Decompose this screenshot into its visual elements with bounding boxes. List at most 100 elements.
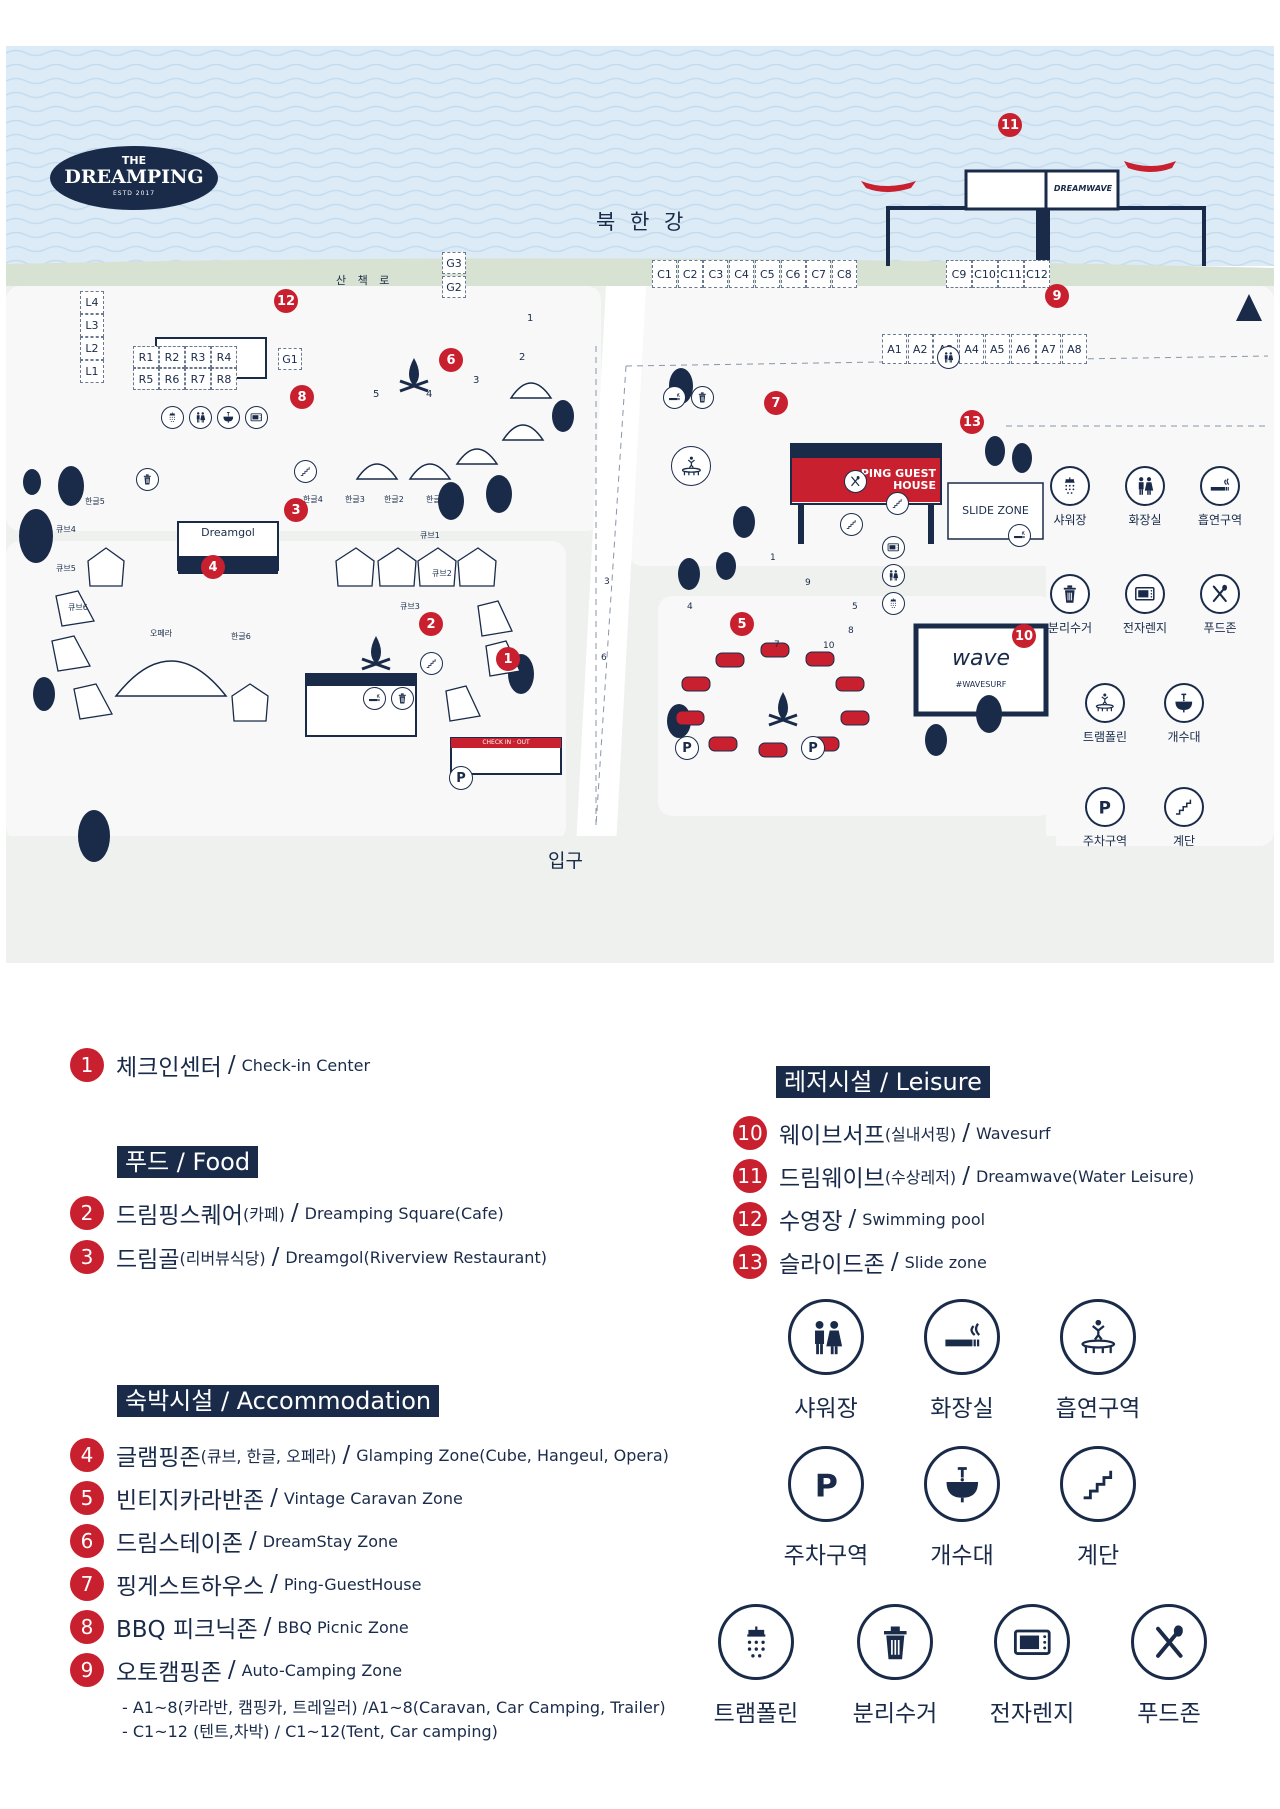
stairs-icon (1176, 799, 1192, 815)
site-r1: R1 (133, 346, 159, 368)
site-g2: G2 (442, 276, 466, 298)
stairs-icon (300, 467, 310, 477)
slash: / (342, 1442, 351, 1468)
site-r6: R6 (159, 368, 185, 390)
legend-number: 6 (70, 1524, 104, 1558)
caravan-number: 5 (852, 602, 858, 612)
legend-ko: 글램핑존 (116, 1445, 201, 1471)
site-c11: C11 (998, 260, 1024, 288)
leisure-title: 레저시설 / Leisure (776, 1066, 990, 1098)
campfire-icons (361, 358, 798, 727)
restroom-icon (937, 346, 960, 369)
site-c10: C10 (972, 260, 998, 288)
brand-line1: THE (121, 154, 147, 167)
legend-number: 9 (70, 1653, 104, 1687)
shower-icon (882, 592, 905, 615)
stairs-icon (294, 460, 317, 483)
dome-number: 3 (473, 375, 480, 386)
food-icon (844, 470, 867, 493)
microwave-icon (994, 1604, 1070, 1680)
legend-en: Slide zone (904, 1252, 987, 1272)
map-legend-label: 분리수거 (1047, 621, 1093, 635)
badge-4: 4 (201, 555, 225, 579)
legend-ko: 빈티지카라반존 (116, 1488, 265, 1514)
glamping-hangeul-label: 한글4 (303, 495, 323, 504)
legend-number: 10 (733, 1116, 767, 1150)
food-icon (1200, 574, 1240, 614)
smoking-icon (1014, 531, 1026, 539)
legend-ko: 웨이브서프 (779, 1123, 885, 1149)
legend-ko-detail: (리버뷰식당) (179, 1249, 266, 1268)
site-c9: C9 (946, 260, 972, 288)
site-r7: R7 (185, 368, 211, 390)
badge-10: 10 (1012, 624, 1036, 648)
site-a5: A5 (984, 334, 1010, 364)
sink-icon (946, 1466, 978, 1503)
entrance-label: 입구 (548, 850, 583, 872)
glamping-cube-label: 큐브1 (420, 531, 440, 540)
legend-number: 12 (733, 1202, 767, 1236)
caravan-number: 10 (823, 641, 835, 651)
caravan-number: 8 (848, 626, 854, 636)
site-c6: C6 (780, 260, 806, 288)
dreamwave-sign: DREAMWAVE (1053, 184, 1113, 193)
food-icon (1212, 585, 1228, 603)
site-c7: C7 (806, 260, 832, 288)
ping-guest-house-label: PING GUEST HOUSE (860, 467, 936, 492)
legend-number: 13 (733, 1245, 767, 1279)
legend-ko: 드림핑스퀘어 (116, 1203, 243, 1229)
site-l3: L3 (80, 314, 104, 337)
auto-camping-note-1: - A1~8(카라반, 캠핑카, 트레일러) /A1~8(Caravan, Ca… (122, 1698, 666, 1717)
legend-en: Dreamgol(Riverview Restaurant) (285, 1247, 547, 1267)
checkin-sign: CHECK IN · OUT (482, 739, 530, 746)
legend-ko: 드림골 (116, 1247, 180, 1273)
parking-icon: P (788, 1446, 864, 1522)
campsite-map: THE DREAMPING ESTD 2017 북 한 강 산 책 로 입구 P… (6, 46, 1274, 963)
parking-icon: P (814, 1468, 837, 1504)
trash-icon (144, 474, 151, 485)
legend-en: Ping-GuestHouse (283, 1574, 422, 1594)
restroom-icon (814, 1320, 842, 1354)
restroom-icon (945, 352, 954, 363)
shower-icon (1050, 466, 1090, 506)
legend-ko-detail: (수상레저) (884, 1168, 957, 1187)
dome-number: 2 (519, 352, 526, 363)
microwave-icon (250, 413, 263, 422)
icon-legend-label: 주차구역 (783, 1543, 869, 1569)
caravan-number: 2 (725, 553, 731, 563)
site-c5: C5 (754, 260, 780, 288)
legend-en: Swimming pool (862, 1209, 986, 1229)
legend-number: 4 (70, 1438, 104, 1472)
glamping-cube-label: 큐브6 (68, 603, 88, 612)
restroom-icon (1125, 466, 1165, 506)
parking-icon: P (801, 736, 825, 760)
site-r8: R8 (211, 368, 237, 390)
smoking-icon (369, 694, 381, 702)
badge-8: 8 (290, 385, 314, 409)
dome-number: 5 (373, 389, 380, 400)
legend-number: 7 (70, 1567, 104, 1601)
badge-5: 5 (730, 612, 754, 636)
parking-letter: P (456, 770, 466, 786)
trash-icon (136, 468, 159, 491)
smoking-icon (669, 393, 681, 401)
glamping-cube-label: 큐브5 (56, 564, 76, 573)
glamping-hangeul-label: 한글3 (345, 495, 365, 504)
icon-legend-label: 개수대 (930, 1543, 994, 1569)
map-legend-label: 푸드존 (1203, 621, 1237, 635)
legend-en: DreamStay Zone (262, 1531, 399, 1551)
parking-letter: P (682, 740, 692, 756)
shower-icon (746, 1626, 766, 1658)
icon-legend-label: 전자렌지 (989, 1701, 1075, 1727)
badge-1: 1 (496, 647, 520, 671)
microwave-icon (882, 536, 905, 559)
glamping-hangeul-label: 한글6 (231, 632, 251, 641)
site-c12: C12 (1024, 260, 1050, 288)
parking-icon: P (1085, 787, 1125, 827)
site-r5: R5 (133, 368, 159, 390)
site-g1: G1 (278, 348, 302, 370)
parking-icon: P (449, 766, 473, 790)
site-a7: A7 (1036, 334, 1062, 364)
